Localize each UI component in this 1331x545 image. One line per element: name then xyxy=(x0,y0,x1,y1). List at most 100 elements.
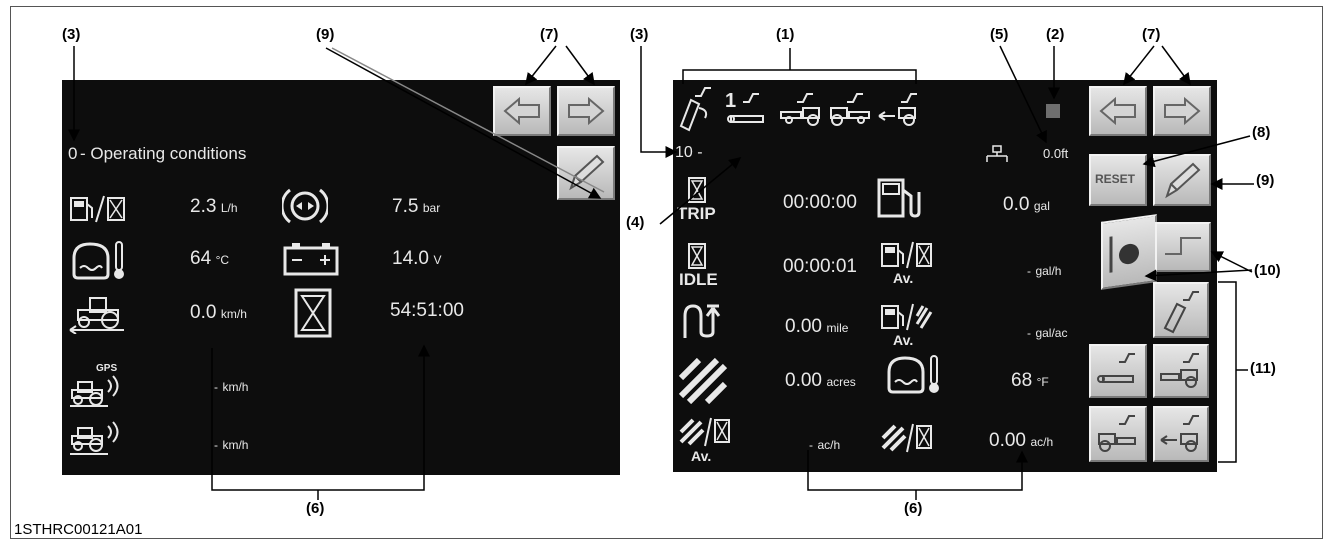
figure-frame xyxy=(10,6,1323,539)
prev-page-button[interactable] xyxy=(493,86,551,136)
arrow-right-icon xyxy=(1164,96,1201,126)
distance-icon xyxy=(681,302,729,340)
callout-1: (1) xyxy=(776,26,795,43)
avg-work-rate-icon xyxy=(679,416,733,448)
fuel-avg-rate-value: - xyxy=(1027,264,1031,278)
fuel-per-area-unit: gal/ac xyxy=(1035,326,1068,340)
brake-pressure-icon xyxy=(282,184,328,228)
record-toggle-on[interactable] xyxy=(1101,214,1157,290)
area-value: 0.00 xyxy=(785,370,822,391)
front-hitch-icon xyxy=(827,88,875,128)
arrow-left-icon xyxy=(1099,96,1136,126)
callout-9-right: (9) xyxy=(1256,172,1275,189)
area-icon xyxy=(679,358,729,404)
implement-mode-button[interactable] xyxy=(1089,344,1147,398)
figure-code: 1STHRC00121A01 xyxy=(14,521,143,538)
edit-button[interactable] xyxy=(557,146,615,200)
record-icon xyxy=(1109,236,1139,273)
front-hitch-mode-button[interactable] xyxy=(1089,406,1147,462)
reverse-hitch-mode-button[interactable] xyxy=(1153,406,1209,462)
prev-page-button[interactable] xyxy=(1089,86,1147,136)
callout-9-left: (9) xyxy=(316,26,335,43)
battery-value: 14.0 xyxy=(392,248,429,269)
speed-value: 0.0 xyxy=(190,302,217,323)
fuel-per-area-value: - xyxy=(1027,326,1031,340)
pencil-icon xyxy=(1165,162,1201,199)
fuel-rate-icon xyxy=(68,192,128,224)
fuel-pump-icon xyxy=(875,176,925,220)
step-icon xyxy=(1165,237,1201,255)
position-control-icon xyxy=(675,86,715,134)
gps-speed-unit: km/h xyxy=(222,380,249,394)
distance-unit: mile xyxy=(826,321,849,335)
callout-2: (2) xyxy=(1046,26,1065,43)
callout-3-right: (3) xyxy=(630,26,649,43)
gps-speed-icon: GPS xyxy=(68,362,130,408)
coolant-temp-value: 64 xyxy=(190,248,212,269)
idle-time: 00:00:01 xyxy=(783,256,857,277)
avg-label-fuel-rate: Av. xyxy=(893,270,914,286)
position-mode-button[interactable] xyxy=(1153,282,1209,338)
page-number: 0 xyxy=(68,144,78,163)
coolant-temp-unit: °C xyxy=(215,253,230,267)
fuel-rate-value: 2.3 xyxy=(190,196,217,217)
distance-value: 0.00 xyxy=(785,316,822,337)
callout-5: (5) xyxy=(990,26,1009,43)
tractor-speed-icon xyxy=(68,294,128,334)
area-unit: acres xyxy=(826,375,856,389)
avg-label-work-rate: Av. xyxy=(691,448,712,464)
reset-label: RESET xyxy=(1095,172,1136,186)
hitch-height-icon xyxy=(983,144,1011,166)
work-rate-unit: ac/h xyxy=(1030,435,1054,449)
coolant-temperature-icon xyxy=(883,352,943,396)
hitch-implement-1-icon xyxy=(725,88,771,128)
status-indicator xyxy=(1046,104,1060,118)
callout-7-right: (7) xyxy=(1142,26,1161,43)
hourglass-icon xyxy=(294,288,332,338)
coolant-temperature-icon xyxy=(68,238,128,282)
speed-unit: km/h xyxy=(220,307,247,321)
callout-8: (8) xyxy=(1252,124,1271,141)
reset-button[interactable]: RESET xyxy=(1089,154,1147,206)
fuel-total-unit: gal xyxy=(1033,199,1050,213)
avg-fuel-rate-icon xyxy=(879,240,935,272)
fuel-rate-unit: L/h xyxy=(220,201,238,215)
arrow-right-icon xyxy=(568,96,605,126)
coolant-temp-unit: °F xyxy=(1036,375,1049,389)
reverse-hitch-icon xyxy=(1160,415,1199,452)
trip-label: TRIP xyxy=(677,204,716,223)
rear-hitch-mode-button[interactable] xyxy=(1153,344,1209,398)
hitch-implement-icon xyxy=(1097,353,1135,383)
next-page-button[interactable] xyxy=(557,86,615,136)
gps-speed-value: - xyxy=(214,380,218,394)
pencil-icon xyxy=(569,154,605,191)
next-page-button[interactable] xyxy=(1153,86,1211,136)
hours-value: 54:51:00 xyxy=(390,300,464,321)
right-screen: 1 10 - 0.0ft RESET xyxy=(673,80,1217,472)
left-screen: 0 - Operating conditions 2.3 L/h 7.5 bar… xyxy=(62,80,620,475)
hitch-number: 1 xyxy=(725,90,737,112)
callout-4: (4) xyxy=(626,214,645,231)
callout-7-left: (7) xyxy=(540,26,559,43)
fuel-avg-rate-unit: gal/h xyxy=(1035,264,1062,278)
idle-label: IDLE xyxy=(679,270,718,289)
position-control-icon xyxy=(1163,291,1199,334)
page-number: 10 - xyxy=(675,144,703,161)
rear-hitch-icon xyxy=(777,88,825,128)
arrow-left-icon xyxy=(503,96,540,126)
front-hitch-icon xyxy=(1098,415,1136,452)
callout-6-right: (6) xyxy=(904,500,923,517)
fuel-per-area-icon xyxy=(879,302,935,334)
reverse-hitch-icon xyxy=(877,88,925,128)
radar-speed-unit: km/h xyxy=(222,438,249,452)
trip-time: 00:00:00 xyxy=(783,192,857,213)
radar-speed-value: - xyxy=(214,438,218,452)
gps-label: GPS xyxy=(96,363,117,374)
battery-icon xyxy=(282,240,340,276)
page-title: - Operating conditions xyxy=(80,144,247,163)
radar-speed-icon xyxy=(68,418,130,458)
record-toggle-off[interactable] xyxy=(1155,222,1211,272)
edit-button[interactable] xyxy=(1153,154,1211,206)
rear-hitch-icon xyxy=(1160,353,1199,388)
pressure-value: 7.5 xyxy=(392,196,419,217)
